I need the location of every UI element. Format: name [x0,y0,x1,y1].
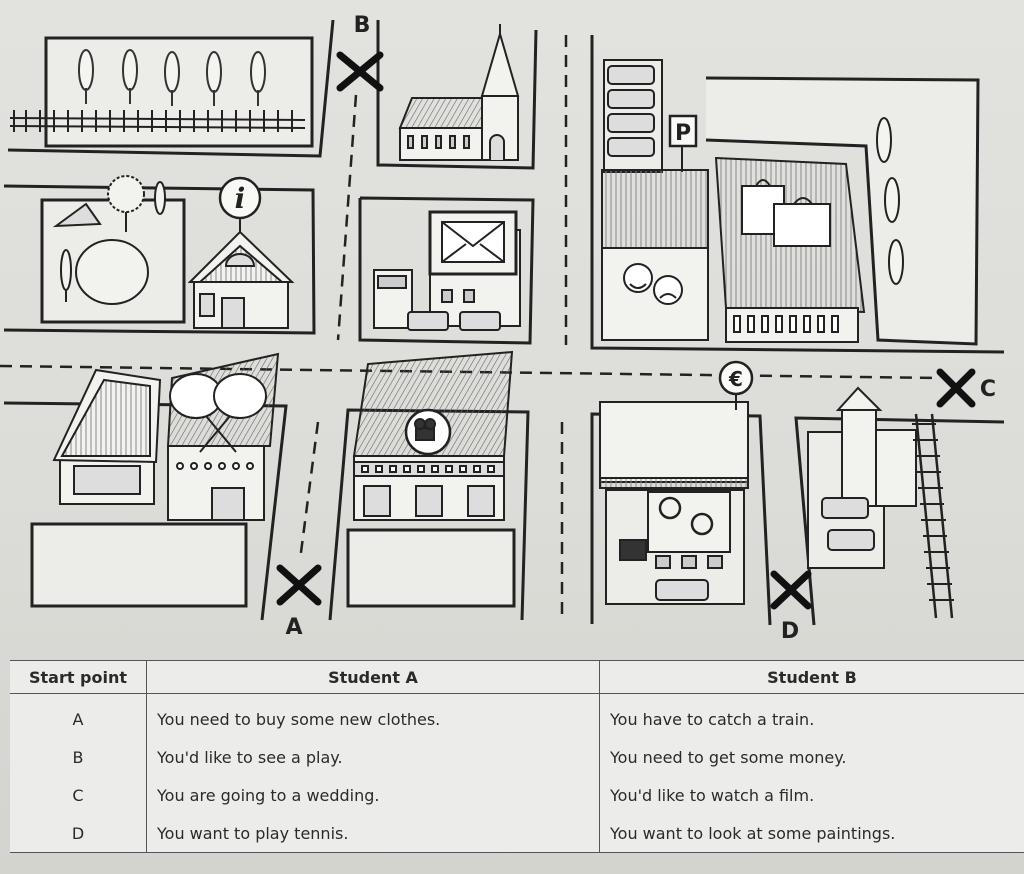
tree-icon [78,49,266,106]
start-point-cell: C [10,776,147,815]
student-a-task: You want to play tennis. [146,814,600,854]
start-point-c[interactable]: C [936,368,996,408]
tennis-racket-icon [169,373,267,453]
tourist-information-building [187,214,295,329]
task-table: Start point Student A Student B A You ne… [10,660,1024,854]
header-start-point: Start point [10,660,147,694]
start-point-a[interactable]: A [276,564,322,640]
start-point-d[interactable]: D [770,570,812,644]
film-camera-icon [404,408,452,456]
info-icon: i [218,176,262,220]
lot-block [30,522,248,608]
start-point-d-label: D [781,619,799,644]
table-row: B You'd like to see a play. You need to … [10,738,1024,777]
train-station-building [807,386,917,569]
student-a-task: You'd like to see a play. [146,738,600,777]
fence-icon [9,110,306,132]
start-point-cell: A [10,693,147,739]
car-icon [607,65,655,157]
student-b-task: You want to look at some paintings. [599,814,1024,854]
parking-icon: P [668,114,698,172]
student-b-task: You have to catch a train. [610,709,815,729]
start-point-b-label: B [354,13,371,38]
jewellery-icon [658,496,714,536]
table-header-row: Start point Student A Student B [10,660,1024,694]
car-park [603,59,663,173]
park-block [9,36,314,148]
table-row: A You need to buy some new clothes. You … [10,693,1024,739]
svg-text:P: P [675,121,691,146]
shopping-bags-icon [741,179,831,247]
playground-block [40,175,186,324]
start-point-c-label: C [980,377,996,402]
start-point-cell: B [10,738,147,777]
shopping-centre [705,76,980,346]
currency-icon: € [718,360,754,410]
cinema-building [352,350,514,521]
theatre-building [601,169,709,341]
sports-shop-building [166,352,280,521]
start-point-cell: D [10,814,147,854]
svg-text:€: € [728,367,743,391]
student-a-task: You need to buy some new clothes. [146,693,600,739]
header-student-b: Student B [599,660,1024,694]
hotel-building [52,368,162,505]
table-row: D You want to play tennis. You want to l… [10,814,1024,854]
church-building [398,24,520,161]
post-office-building [373,210,521,331]
table-row: C You are going to a wedding. You'd like… [10,776,1024,815]
student-b-task: You need to get some money. [610,747,847,767]
student-b-task: You'd like to watch a film. [610,785,815,805]
tree-icon [876,117,904,285]
start-point-a-label: A [285,615,302,640]
header-student-a: Student A [146,660,600,694]
railway-track-icon [912,413,954,619]
town-map: i P [0,13,1005,644]
student-a-task: You are going to a wedding. [146,776,600,815]
bank-building [599,401,749,605]
start-point-b[interactable]: B [336,13,384,92]
lot-block [346,528,516,608]
svg-text:i: i [235,182,246,215]
